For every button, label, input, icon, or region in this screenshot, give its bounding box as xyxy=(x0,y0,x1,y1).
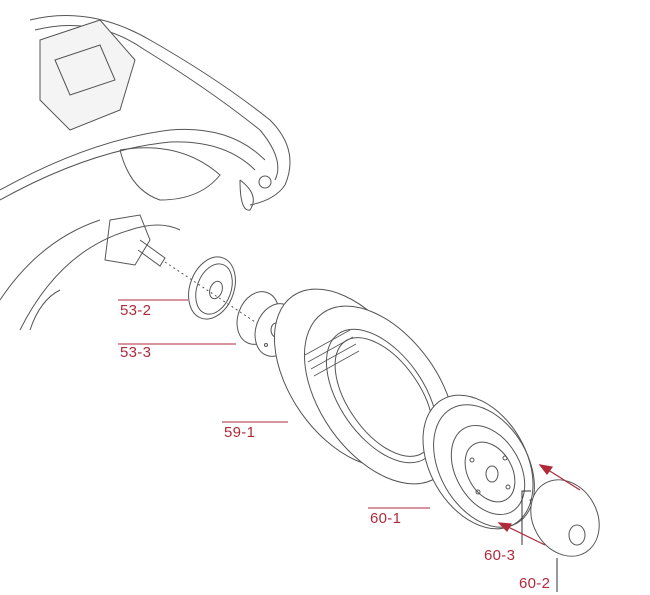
label-53-2: 53-2 xyxy=(120,302,152,319)
label-53-3: 53-3 xyxy=(120,344,152,361)
part-60-2-cap xyxy=(530,479,600,557)
label-60-1: 60-1 xyxy=(370,510,402,527)
vertical-leaders xyxy=(521,490,558,592)
mower-body xyxy=(0,15,291,331)
label-60-2: 60-2 xyxy=(519,575,551,592)
label-59-1: 59-1 xyxy=(224,424,256,441)
part-53-2-disc xyxy=(188,256,236,320)
part-59-1-tyre xyxy=(273,288,457,485)
leader-lines xyxy=(118,299,430,509)
assembly-arrows xyxy=(497,464,581,546)
part-60-1-rim xyxy=(422,394,535,530)
label-60-3: 60-3 xyxy=(484,547,516,564)
